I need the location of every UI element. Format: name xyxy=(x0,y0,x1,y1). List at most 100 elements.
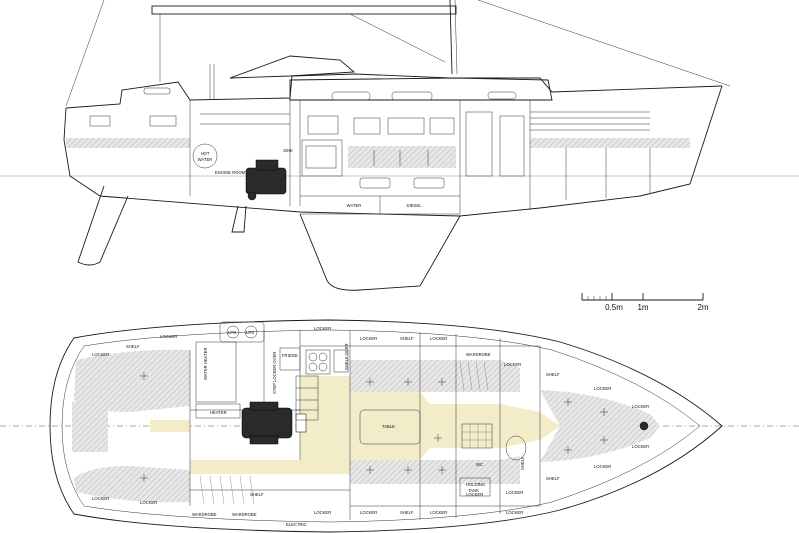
scale-tick-1: 1m xyxy=(637,303,648,312)
label-wardrobe-2: WARDROBE xyxy=(192,512,217,517)
engine-profile xyxy=(245,159,287,201)
label-diesel: DIESEL xyxy=(407,203,423,208)
saildrive xyxy=(231,205,247,233)
label-wc: WC xyxy=(476,462,483,467)
label-locker-16: LOCKER xyxy=(160,334,177,339)
label-locker-7: LOCKER xyxy=(632,444,649,449)
galley-cabinet xyxy=(301,139,343,177)
sprayhood xyxy=(229,55,356,79)
vberth xyxy=(540,390,660,462)
label-shelf-5: SHELF xyxy=(250,492,264,497)
label-shelf-4: SHELF xyxy=(400,510,414,515)
side-profile: HOT WATER ENGINE ROOM SINK WATER DIESEL xyxy=(0,0,799,291)
coachroof xyxy=(289,77,553,101)
hot-water-tank xyxy=(192,143,218,169)
locker-door-1 xyxy=(353,117,381,135)
saloon-seat-backs xyxy=(348,146,456,168)
shower-grid xyxy=(461,423,493,449)
forestay xyxy=(477,0,731,87)
label-shelf-vertical: SHELF xyxy=(520,456,525,470)
label-engine-room: ENGINE ROOM xyxy=(215,170,246,175)
anchor-windlass xyxy=(639,421,649,431)
label-locker-4: LOCKER xyxy=(504,362,521,367)
label-locker-1: LOCKER xyxy=(314,326,331,331)
plan-deck-inner xyxy=(61,329,701,523)
sheer-line xyxy=(65,73,723,109)
label-shelf-over: SHELF OVER xyxy=(344,343,349,370)
saloon-port-settee xyxy=(350,360,520,392)
portlight-aft xyxy=(143,87,171,95)
label-locker-8: LOCKER xyxy=(594,464,611,469)
label-locker-18: LOCKER xyxy=(92,496,109,501)
heater-unit xyxy=(195,403,241,419)
locker-door-3 xyxy=(429,117,455,135)
lpg-locker xyxy=(219,321,265,343)
scale-tick-05: 0.5m xyxy=(605,303,623,312)
label-step-locker-over: STEP LOCKER OVER xyxy=(272,352,277,394)
portlight-2 xyxy=(391,91,433,101)
label-water: WATER xyxy=(347,203,362,208)
wc-bowl xyxy=(505,435,527,461)
fwd-berth-lines xyxy=(530,111,650,131)
vang xyxy=(349,13,446,63)
label-tank: TANK xyxy=(468,488,479,493)
label-wardrobe-3: WARDROBE xyxy=(232,512,257,517)
label-fridge: FRIDGE xyxy=(282,353,298,358)
sink-plan xyxy=(333,349,349,373)
wardrobe-stripes-aft xyxy=(199,475,255,505)
companionway xyxy=(295,375,319,421)
label-wardrobe-1: WARDROBE xyxy=(466,352,491,357)
saloon-stbd-settee xyxy=(350,456,520,484)
scale-bar: 0.5m 1m 2m xyxy=(581,293,709,312)
engine-plan xyxy=(241,401,307,445)
aft-cabin-port-berth xyxy=(74,349,190,412)
label-shelf-2: SHELF xyxy=(546,372,560,377)
label-electric: ELECTRIC xyxy=(286,522,307,527)
heads-door xyxy=(465,111,493,177)
label-locker-14: LOCKER xyxy=(314,510,331,515)
label-locker-17: LOCKER xyxy=(92,352,109,357)
boom xyxy=(151,5,457,15)
label-hot-water-2: WATER xyxy=(198,157,213,162)
holding-tank xyxy=(459,477,491,497)
label-shelf-3: SHELF xyxy=(546,476,560,481)
label-lpg-1: LPG xyxy=(228,330,236,335)
label-locker-3: LOCKER xyxy=(430,336,447,341)
fwd-hatch-band xyxy=(530,138,690,148)
label-heater: HEATER xyxy=(210,410,227,415)
label-holding: HOLDING xyxy=(466,482,485,487)
label-table: TABLE xyxy=(382,424,395,429)
keel xyxy=(299,213,461,291)
plan-hull xyxy=(49,319,723,533)
cross-markers xyxy=(140,372,608,482)
deck-hatch-band xyxy=(66,138,190,148)
locker-door-2 xyxy=(387,117,425,135)
saloon-floor xyxy=(150,376,560,474)
mast-aft xyxy=(454,0,458,75)
wardrobe-stripes-fwd xyxy=(459,361,489,391)
label-locker-11: LOCKER xyxy=(506,510,523,515)
label-lpg-2: LPG xyxy=(246,330,254,335)
label-sink: SINK xyxy=(283,148,293,153)
mast xyxy=(449,0,453,75)
water-heater xyxy=(195,341,237,403)
label-locker-12: LOCKER xyxy=(360,510,377,515)
aft-cabin-stbd-berth xyxy=(74,466,190,503)
portlight-1 xyxy=(331,91,371,101)
stove xyxy=(305,349,331,375)
label-locker-15: LOCKER xyxy=(140,500,157,505)
portlight-3 xyxy=(487,91,517,100)
plan-view: LOCKER LOCKER SHELF LOCKER WARDROBE LOCK… xyxy=(0,319,799,533)
backstay xyxy=(65,0,105,107)
fridge xyxy=(279,347,301,371)
transom-hatch xyxy=(72,402,108,452)
label-shelf-1: SHELF xyxy=(400,336,414,341)
label-locker-6: LOCKER xyxy=(632,404,649,409)
saloon-table xyxy=(359,409,421,445)
scale-tick-2: 2m xyxy=(697,303,708,312)
label-water-heater: WATER HEATER xyxy=(203,348,208,381)
label-locker-9: LOCKER xyxy=(506,490,523,495)
rudder xyxy=(77,185,129,266)
label-hot-water: HOT xyxy=(201,151,210,156)
